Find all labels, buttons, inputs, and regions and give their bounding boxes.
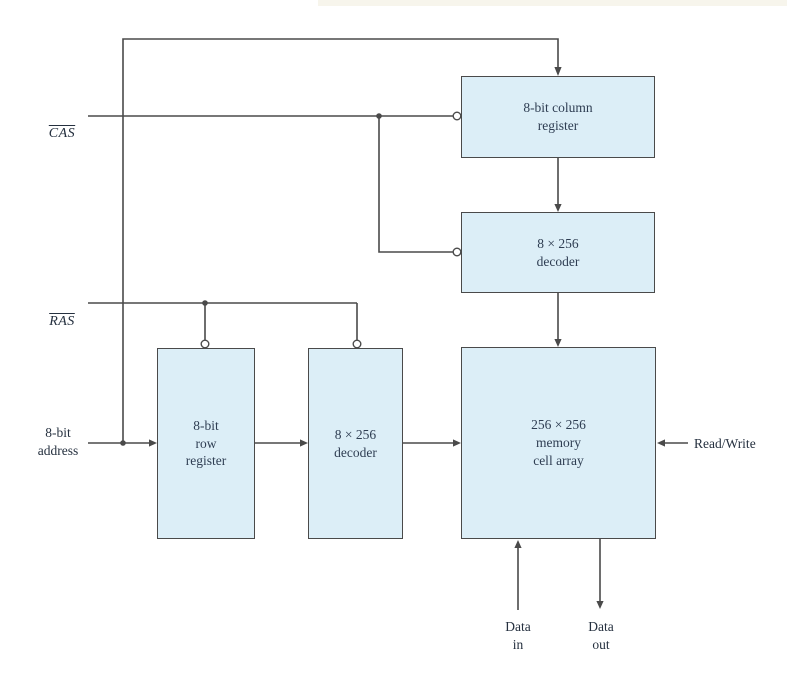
row-decoder-box: 8 × 256 decoder xyxy=(308,348,403,539)
column-decoder-to-memory-arrow xyxy=(554,293,562,347)
address-top-bus-line xyxy=(122,38,562,443)
read-write-label: Read/Write xyxy=(694,436,756,451)
ras-label: RAS xyxy=(38,294,86,332)
read-write-arrow xyxy=(657,439,688,447)
data-out-arrow xyxy=(596,539,604,609)
ras-line xyxy=(88,300,362,349)
address-label: 8-bit address xyxy=(37,425,79,459)
column-register-box: 8-bit column register xyxy=(461,76,655,158)
memory-cell-array-box: 256 × 256 memory cell array xyxy=(461,347,656,539)
row-register-to-decoder-arrow xyxy=(255,439,308,447)
ras-signal-text: RAS xyxy=(49,314,75,330)
cas-label: CAS xyxy=(38,106,86,144)
data-in-label: Data in xyxy=(505,619,531,653)
row-decoder-to-memory-arrow xyxy=(403,439,461,447)
row-register-box: 8-bit row register xyxy=(157,348,255,539)
column-register-to-decoder-arrow xyxy=(554,158,562,212)
address-input-arrow xyxy=(88,439,157,447)
scan-artifact-strip xyxy=(318,0,787,6)
data-out-label: Data out xyxy=(588,619,614,653)
column-decoder-box: 8 × 256 decoder xyxy=(461,212,655,293)
cas-line xyxy=(88,111,462,257)
data-in-arrow xyxy=(514,540,522,610)
cas-signal-text: CAS xyxy=(48,126,76,142)
